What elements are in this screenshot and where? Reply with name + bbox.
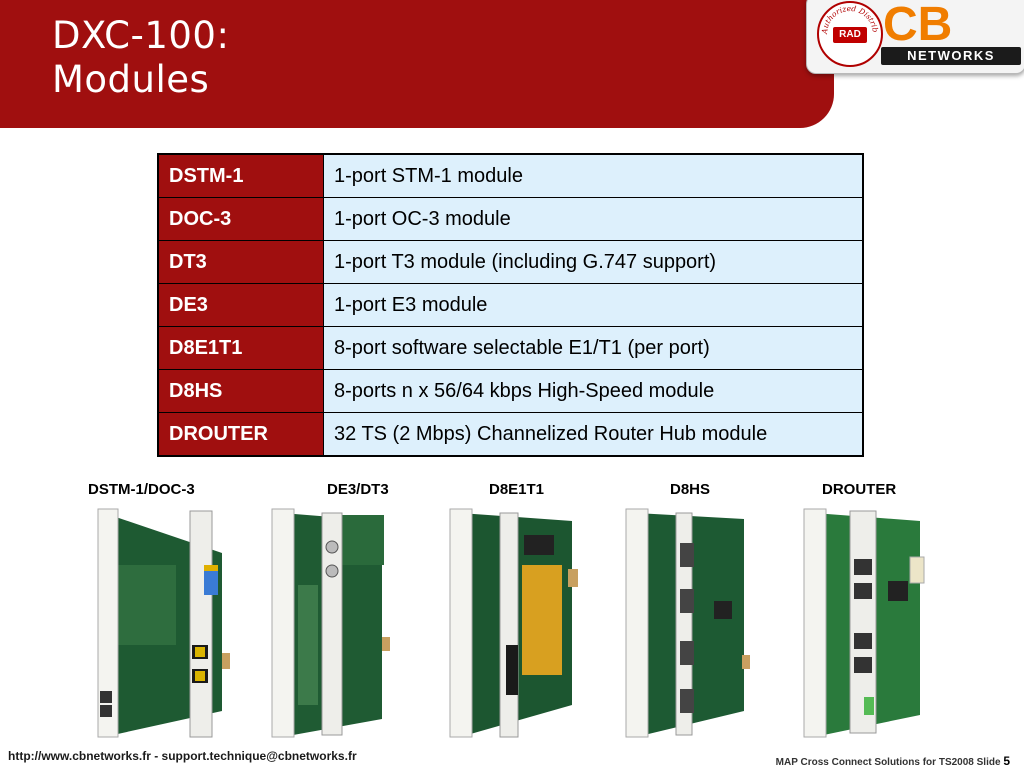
d8hs-card-image bbox=[625, 508, 750, 738]
slide-title-line2: Modules bbox=[52, 58, 210, 101]
cb-letters: CB bbox=[883, 0, 953, 51]
rad-logo: RAD bbox=[833, 27, 867, 43]
module-description: 1-port E3 module bbox=[323, 283, 864, 327]
caption-drouter: DROUTER bbox=[822, 481, 897, 498]
networks-label: NETWORKS bbox=[881, 47, 1021, 65]
module-description: 1-port OC-3 module bbox=[323, 197, 864, 241]
drouter-card-image bbox=[803, 508, 925, 738]
module-description: 1-port STM-1 module bbox=[323, 153, 864, 198]
caption-de3-dt3: DE3/DT3 bbox=[327, 481, 389, 498]
module-code: DE3 bbox=[157, 283, 324, 327]
module-code: DOC-3 bbox=[157, 197, 324, 241]
module-description: 8-port software selectable E1/T1 (per po… bbox=[323, 326, 864, 370]
de3-dt3-card-image bbox=[271, 508, 390, 738]
module-code: DROUTER bbox=[157, 412, 324, 457]
caption-dstm1-doc3: DSTM-1/DOC-3 bbox=[88, 481, 195, 498]
slide-number: 5 bbox=[1003, 754, 1010, 768]
footer-contact: http://www.cbnetworks.fr - support.techn… bbox=[8, 749, 357, 763]
module-code: D8E1T1 bbox=[157, 326, 324, 370]
module-code: D8HS bbox=[157, 369, 324, 413]
module-description: 1-port T3 module (including G.747 suppor… bbox=[323, 240, 864, 284]
title-banner: DXC-100: Modules bbox=[0, 0, 834, 128]
slide-title: DXC-100: Modules bbox=[52, 14, 229, 102]
cb-logo-text: CB bbox=[883, 1, 1021, 49]
caption-d8e1t1: D8E1T1 bbox=[489, 481, 545, 498]
slide-title-line1: DXC-100: bbox=[52, 14, 230, 57]
module-code: DSTM-1 bbox=[157, 153, 324, 198]
cb-networks-logo: Authorized Distributor RAD CB NETWORKS bbox=[806, 0, 1024, 74]
footer-presentation-title: MAP Cross Connect Solutions for TS2008 S… bbox=[775, 757, 1001, 768]
dstm1-doc3-card-image bbox=[97, 508, 230, 738]
authorized-distributor-seal: Authorized Distributor RAD bbox=[817, 1, 883, 67]
footer-slide-info: MAP Cross Connect Solutions for TS2008 S… bbox=[776, 754, 1010, 768]
module-description: 8-ports n x 56/64 kbps High-Speed module bbox=[323, 369, 864, 413]
module-code: DT3 bbox=[157, 240, 324, 284]
d8e1t1-card-image bbox=[449, 508, 578, 738]
module-description: 32 TS (2 Mbps) Channelized Router Hub mo… bbox=[323, 412, 864, 457]
caption-d8hs: D8HS bbox=[670, 481, 711, 498]
